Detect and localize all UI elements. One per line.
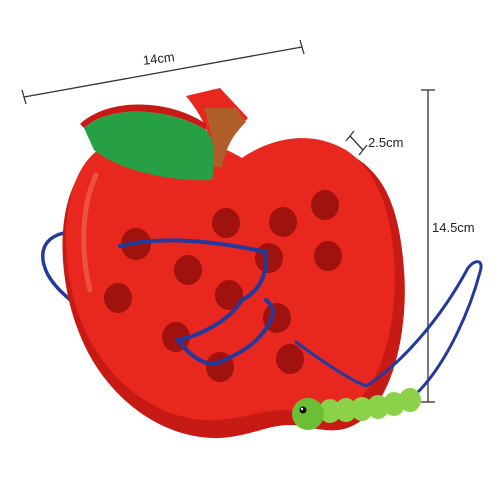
hole	[314, 241, 342, 271]
caterpillar-eye	[299, 406, 307, 414]
height-label: 14.5cm	[432, 220, 475, 235]
leaf	[84, 111, 214, 181]
caterpillar-head	[292, 398, 324, 430]
hole	[255, 243, 283, 273]
hole	[215, 280, 243, 310]
width-dimension-line	[21, 39, 305, 105]
hole	[276, 344, 304, 374]
apple-highlight	[81, 172, 99, 293]
hole	[311, 190, 339, 220]
hole	[212, 208, 240, 238]
caterpillar	[292, 388, 421, 430]
stem-brown	[204, 108, 246, 168]
thickness-label: 2.5cm	[368, 135, 404, 150]
lacing-holes	[104, 190, 342, 382]
hole	[174, 255, 202, 285]
thickness-dimension-line	[345, 130, 368, 156]
hole	[269, 207, 297, 237]
hole	[104, 283, 132, 313]
leaf-edge	[80, 104, 206, 130]
height-dimension-line	[421, 89, 435, 403]
lace-front	[118, 238, 275, 366]
